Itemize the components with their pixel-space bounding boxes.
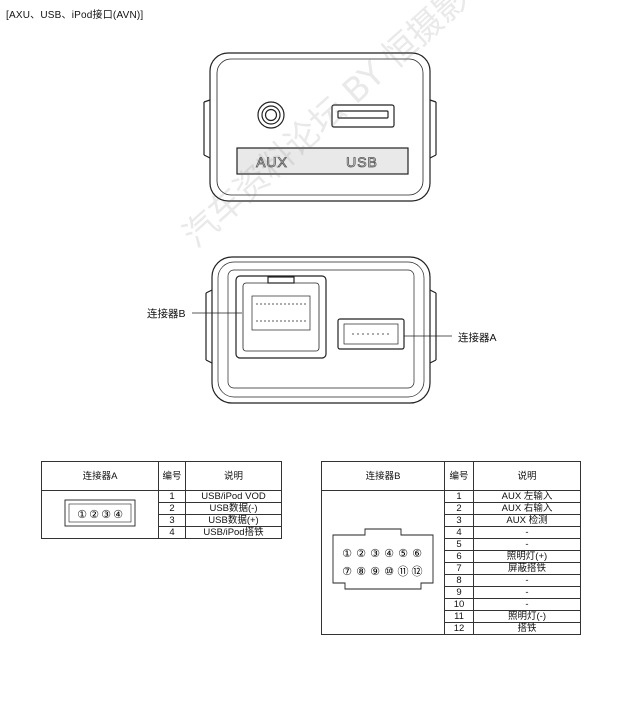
pin-description: USB/iPod VOD — [185, 490, 282, 503]
connector-a-label: 连接器A — [458, 332, 497, 344]
pin-number: 3 — [444, 514, 474, 527]
pin-label: ② — [89, 509, 99, 521]
pin-label: ① — [342, 548, 352, 560]
pin-label: ③ — [370, 548, 380, 560]
usb-label: USB — [346, 154, 378, 170]
pin-label: ⑦ — [342, 566, 352, 578]
pin-label: ⑧ — [356, 566, 366, 578]
table-row: 3 USB数据(+) — [42, 514, 282, 527]
pin-label: ⑤ — [398, 548, 408, 560]
pin-label: ④ — [113, 509, 123, 521]
aux-label: AUX — [256, 154, 288, 170]
pin-description: - — [473, 598, 581, 611]
page-title: [AXU、USB、iPod接口(AVN)] — [6, 10, 144, 21]
pin-description: USB数据(-) — [185, 502, 282, 515]
rear-view — [205, 256, 437, 404]
connector-b-label: 连接器B — [147, 308, 186, 320]
connector-b-pin-diagram: ① ② ③ ④ ⑤ ⑥ ⑦ ⑧ ⑨ ⑩ ⑪ ⑫ — [332, 528, 434, 590]
pin-description: 屏蔽搭铁 — [473, 562, 581, 575]
connector-b-pinout: ① ② ③ ④ ⑤ ⑥ ⑦ ⑧ ⑨ ⑩ ⑪ ⑫ — [321, 490, 445, 635]
pin-label: ③ — [101, 509, 111, 521]
table-b-header-description: 说明 — [473, 461, 581, 491]
usb-port-icon — [331, 104, 395, 128]
pin-number: 9 — [444, 586, 474, 599]
pin-description: 照明灯(-) — [473, 610, 581, 623]
pin-label: ⑩ — [384, 566, 394, 578]
table-a-header-number: 编号 — [158, 461, 186, 491]
pin-number: 6 — [444, 550, 474, 563]
aux-jack-icon — [257, 101, 285, 129]
table-row: ① ② ③ ④ ⑤ ⑥ ⑦ ⑧ ⑨ ⑩ ⑪ ⑫ 1 AUX 左输入 — [321, 490, 581, 635]
pin-label: ④ — [384, 548, 394, 560]
connector-diagram: AUX USB — [192, 52, 452, 404]
table-row: 2 USB数据(-) — [42, 502, 282, 515]
table-a-header-description: 说明 — [185, 461, 282, 491]
pin-description: USB/iPod搭铁 — [185, 526, 282, 539]
connector-a-housing — [337, 318, 405, 350]
table-b-header-number: 编号 — [444, 461, 474, 491]
pin-number: 4 — [158, 526, 186, 539]
pin-description: USB数据(+) — [185, 514, 282, 527]
table-row: 4 USB/iPod搭铁 — [42, 526, 282, 539]
pin-description: 搭铁 — [473, 622, 581, 635]
connector-a-table: 连接器A 编号 说明 ① ② ③ ④ 1 USB/iPod VOD 2 USB数… — [41, 461, 282, 539]
pin-description: AUX 右输入 — [473, 502, 581, 515]
pin-number: 2 — [158, 502, 186, 515]
pin-description: AUX 检测 — [473, 514, 581, 527]
pin-label: ① — [77, 509, 87, 521]
pin-description: - — [473, 538, 581, 551]
pin-number: 5 — [444, 538, 474, 551]
connector-a-pinout: ① ② ③ ④ — [41, 490, 159, 539]
front-view — [203, 52, 437, 202]
pin-label: ② — [356, 548, 366, 560]
pin-description: 照明灯(+) — [473, 550, 581, 563]
table-row: ① ② ③ ④ 1 USB/iPod VOD — [41, 490, 282, 539]
pin-description: - — [473, 526, 581, 539]
connector-b-housing — [235, 275, 327, 359]
pin-number: 10 — [444, 598, 474, 611]
pin-number: 4 — [444, 526, 474, 539]
pin-label: ⑥ — [412, 548, 422, 560]
pin-number: 8 — [444, 574, 474, 587]
connector-a-pin-diagram: ① ② ③ ④ — [64, 499, 136, 527]
pin-number: 3 — [158, 514, 186, 527]
pin-description: - — [473, 574, 581, 587]
table-a-header-connector: 连接器A — [41, 461, 159, 491]
pin-number: 7 — [444, 562, 474, 575]
pin-number: 1 — [158, 490, 186, 503]
pin-number: 1 — [444, 490, 474, 503]
pin-number: 11 — [444, 610, 474, 623]
pin-label: ⑫ — [412, 565, 423, 578]
table-b-header-connector: 连接器B — [321, 461, 445, 491]
connector-b-table: 连接器B 编号 说明 ① ② ③ ④ ⑤ ⑥ ⑦ ⑧ ⑨ ⑩ ⑪ ⑫ 1 AUX… — [321, 461, 581, 635]
pin-description: AUX 左输入 — [473, 490, 581, 503]
pin-description: - — [473, 586, 581, 599]
pin-number: 12 — [444, 622, 474, 635]
pin-label: ⑨ — [370, 566, 380, 578]
pin-number: 2 — [444, 502, 474, 515]
pin-label: ⑪ — [398, 565, 409, 578]
